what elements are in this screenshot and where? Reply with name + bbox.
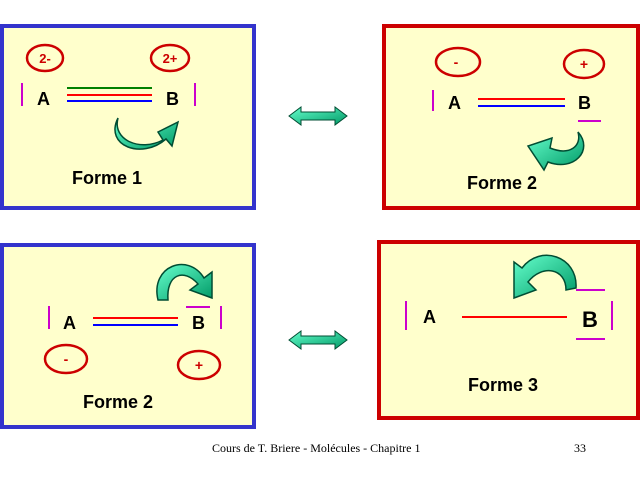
atom-a: A [448,93,461,113]
caption-forme-1: Forme 1 [72,168,142,188]
caption-forme-2: Forme 2 [467,173,537,193]
atom-b: B [578,93,591,113]
charge-right-circle [149,43,191,73]
footer-text: Cours de T. Briere - Molécules - Chapitr… [212,441,421,455]
caption-forme-3: Forme 3 [468,375,538,395]
double-arrow-icon [288,106,348,126]
caption-forme-2: Forme 2 [83,392,153,412]
charge-left-circle [25,43,65,73]
charge-right: + [580,56,588,72]
panel-forme-3 [377,240,640,420]
charge-left-circle [43,343,89,375]
panel-forme-2-top [382,24,640,210]
charge-left-circle [434,46,482,78]
atom-a: A [63,313,76,333]
charge-left: 2- [39,51,51,66]
charge-right: + [195,357,203,373]
charge-right: 2+ [163,51,178,66]
atom-b: B [166,89,179,109]
curved-arrow-icon [156,263,213,301]
curved-arrow-icon [513,254,577,300]
atom-b: B [192,313,205,333]
curved-arrow-icon [114,117,180,150]
atom-a: A [37,89,50,109]
charge-left: - [454,54,459,70]
double-arrow-icon [288,330,348,350]
panel-forme-2-bottom [0,243,256,429]
page-number: 33 [574,441,586,455]
atom-a: A [423,307,436,327]
panel-forme-1 [0,24,256,210]
atom-b: B [582,307,598,332]
charge-right-circle [176,349,222,381]
curved-arrow-icon [526,131,585,172]
charge-right-circle [562,48,606,80]
charge-left: - [64,351,69,367]
